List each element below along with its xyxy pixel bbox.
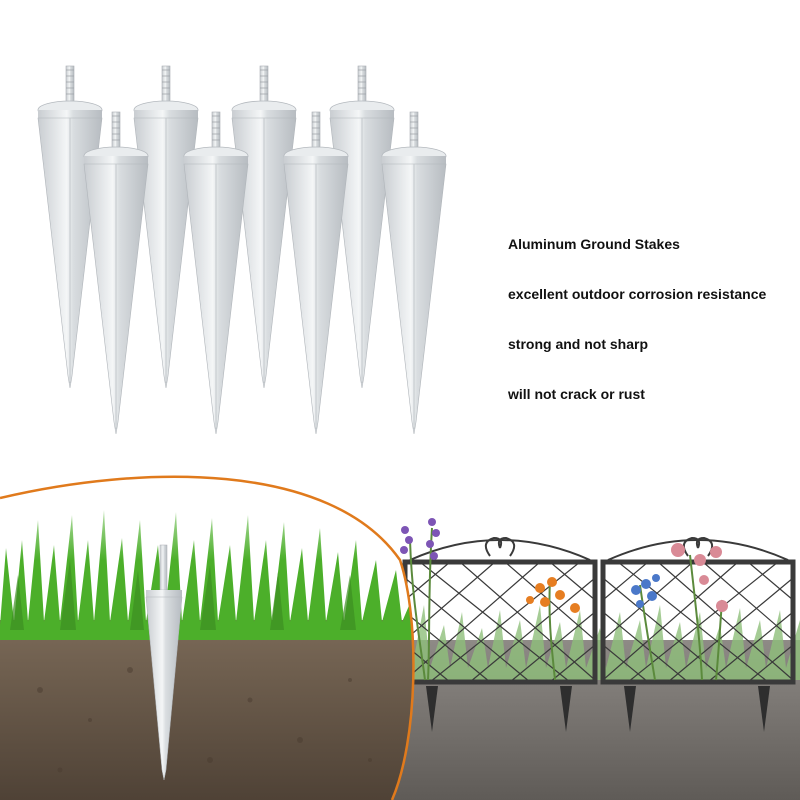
feature-title: Aluminum Ground Stakes — [508, 236, 680, 252]
ground-stake — [381, 111, 447, 435]
feature-list: Aluminum Ground Stakes excellent outdoor… — [508, 232, 798, 432]
feature-not-sharp: strong and not sharp — [508, 336, 648, 352]
fence-grass — [330, 600, 800, 680]
magnified-lens — [0, 475, 415, 800]
ground-stake — [183, 111, 249, 435]
fence-panel — [402, 536, 796, 685]
ground-stake — [133, 65, 199, 389]
feature-corrosion-resistance: excellent outdoor corrosion resistance — [508, 286, 767, 302]
ground-stake-in-soil — [145, 544, 183, 781]
ground-stake — [83, 111, 149, 435]
fence-stake-spikes — [426, 686, 770, 732]
stakes-group — [37, 65, 447, 435]
garden-flowers — [400, 518, 728, 681]
ground-stake — [283, 111, 349, 435]
feature-no-rust: will not crack or rust — [508, 386, 645, 402]
ground-stake — [231, 65, 297, 389]
fence-scene — [330, 518, 800, 800]
